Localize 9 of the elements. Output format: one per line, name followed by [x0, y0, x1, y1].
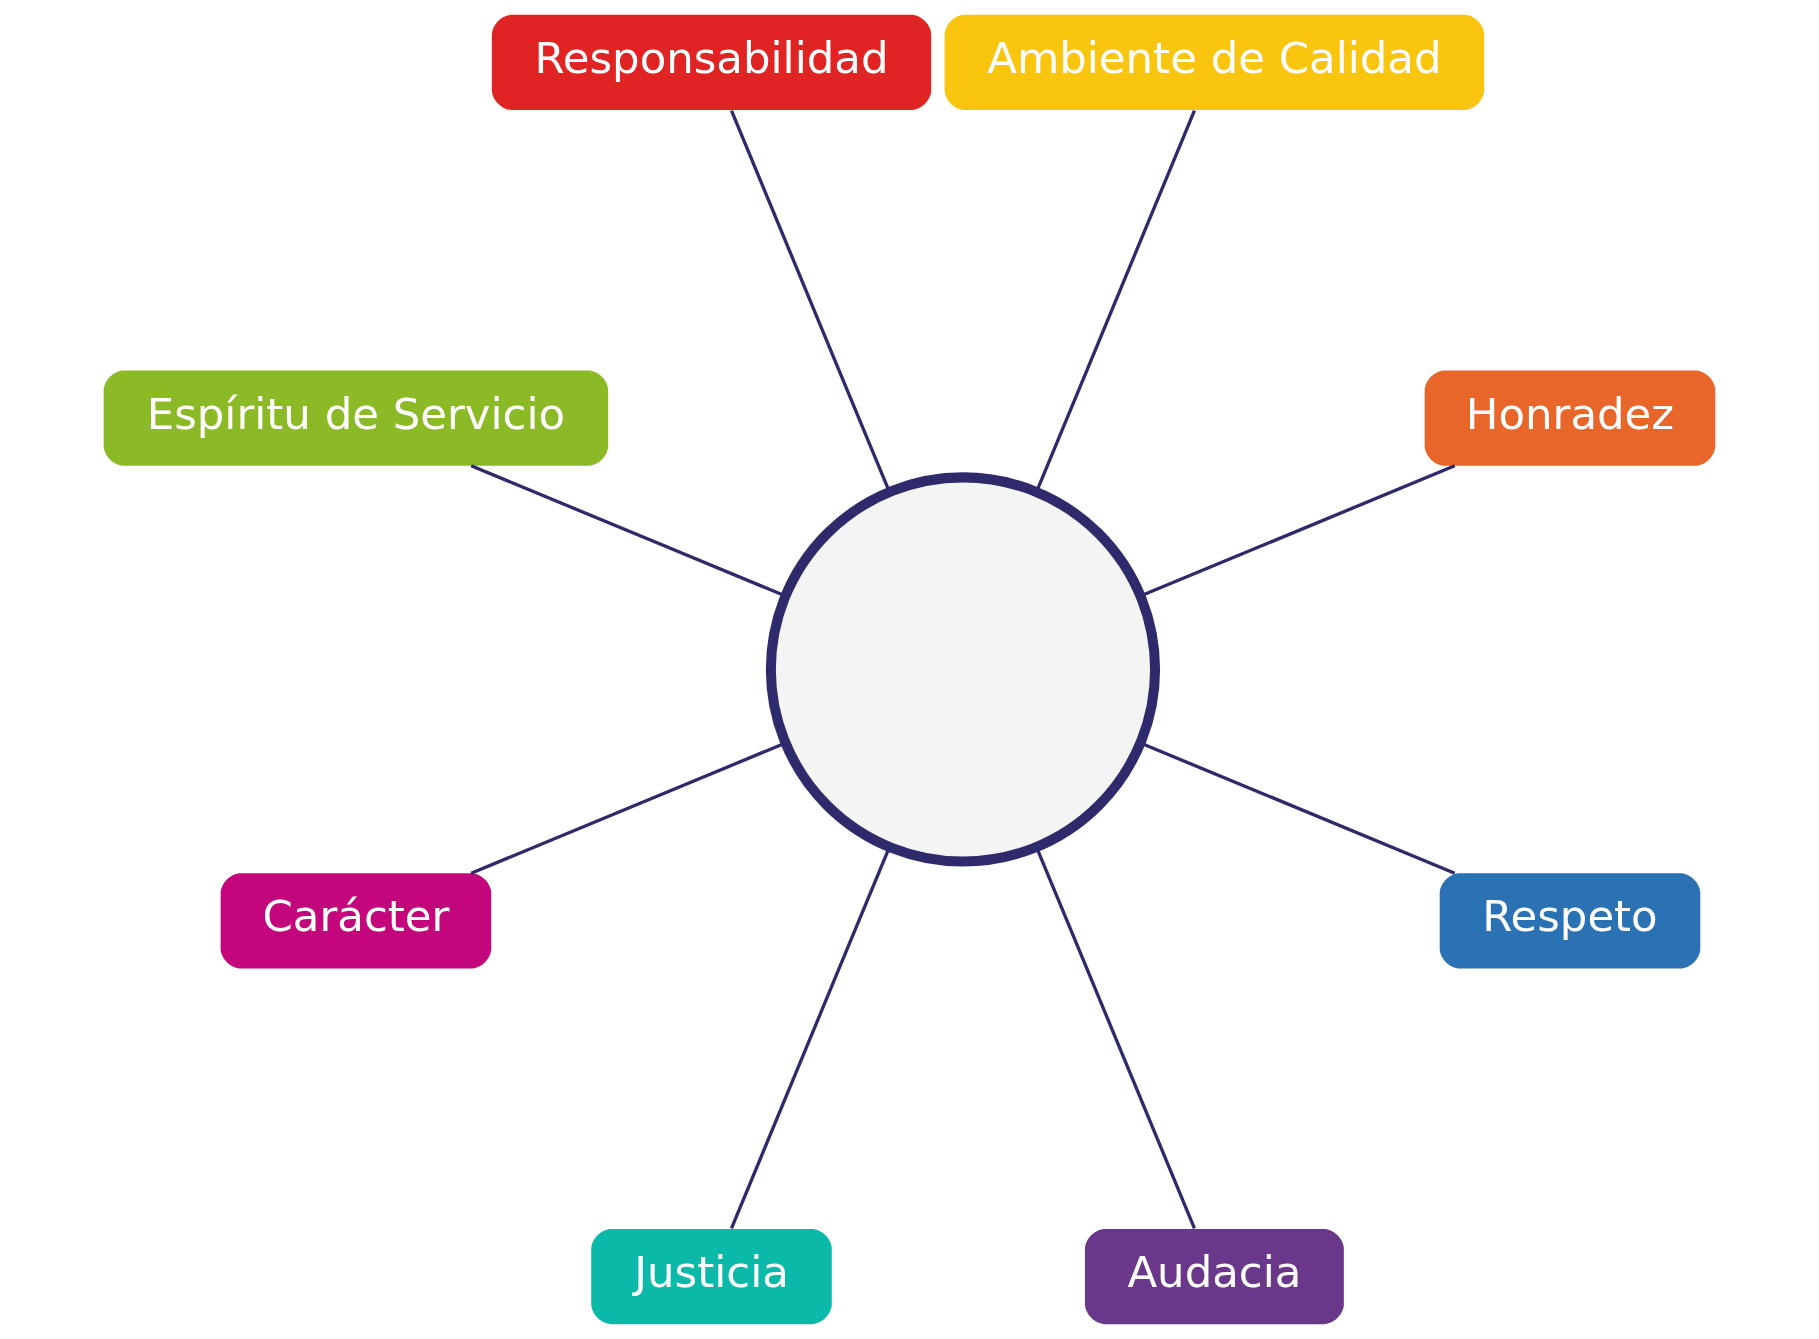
node-circle: [765, 472, 1161, 867]
node-box: Audacia: [1084, 1228, 1344, 1325]
node-box: Justicia: [591, 1228, 832, 1325]
node-box: Honradez: [1424, 370, 1716, 466]
node-box: Ambiente de Calidad: [944, 14, 1485, 111]
node-box: Respeto: [1439, 873, 1701, 969]
node-box: Responsabilidad: [491, 14, 932, 111]
node-box: Carácter: [220, 873, 492, 969]
node-box: Espíritu de Servicio: [103, 370, 609, 466]
